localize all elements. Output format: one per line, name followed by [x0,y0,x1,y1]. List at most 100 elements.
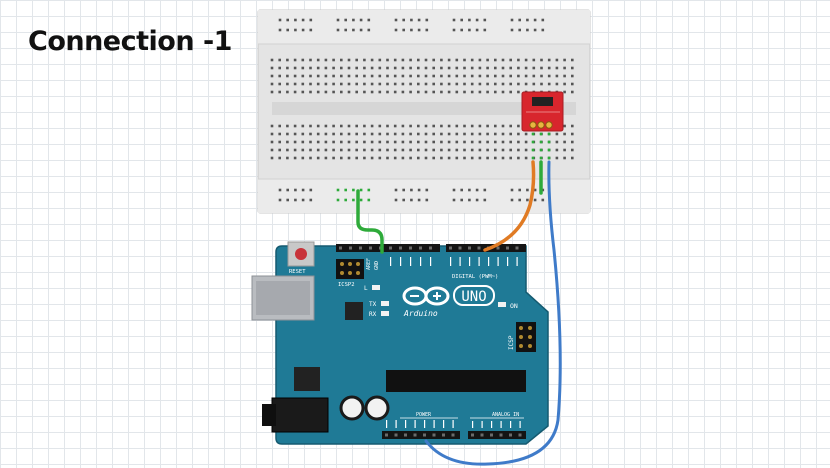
pin-label-mark [491,421,493,428]
breadboard-rail-hole [460,198,463,202]
breadboard-hole [370,148,374,152]
breadboard-hole [409,58,412,62]
breadboard-hole [524,82,528,86]
breadboard-hole [478,124,482,128]
header-pin [499,433,503,437]
breadboard-hole [563,148,566,152]
breadboard-hole [301,124,305,128]
breadboard-hole [386,140,389,144]
breadboard-hole [316,58,320,62]
pin-label-mark [424,420,426,428]
breadboard-hole [501,132,505,136]
breadboard-hole [447,66,451,70]
breadboard-hole [417,82,420,86]
pin-label-mark [430,257,432,266]
breadboard-hole [532,74,536,78]
breadboard-hole [286,90,289,94]
breadboard-rail-hole [460,28,463,32]
breadboard-hole [270,124,274,128]
dc-power-jack [271,397,329,433]
pin-label-mark [478,257,480,266]
breadboard-hole [409,140,412,144]
breadboard-hole [470,156,474,160]
breadboard-hole [340,82,343,86]
breadboard-hole [417,140,420,144]
breadboard-hole [424,58,428,62]
breadboard-hole [363,140,366,144]
breadboard-hole [340,66,343,70]
breadboard-rail-hole [417,198,421,202]
breadboard-hole [432,82,435,86]
breadboard-rail-hole [425,188,429,192]
breadboard-hole [440,90,443,94]
breadboard-hole [571,58,574,62]
breadboard-rail-hole [417,28,421,32]
pin-label-mark [497,257,499,266]
breadboard-rail-hole [309,188,313,192]
pin-label-mark [459,257,461,266]
breadboard-hole [417,132,420,136]
breadboard-hole [424,124,428,128]
breadboard-rail-hole [278,188,282,192]
breadboard-rail-hole [460,188,463,192]
breadboard-hole [555,74,559,78]
breadboard-hole [486,148,489,152]
breadboard-highlighted-holes [531,132,551,160]
breadboard-hole [378,58,382,62]
aref-label: AREF [366,258,372,270]
breadboard-hole [424,66,428,70]
green-wire [356,189,384,254]
breadboard-hole [524,156,528,160]
breadboard-hole [563,82,566,86]
icsp-header [516,322,536,352]
pin-label-mark [390,257,392,266]
l-led [372,285,380,290]
breadboard-hole [440,156,443,160]
header-pin [369,246,372,250]
breadboard-rail-hole [402,188,405,192]
breadboard-hole [340,156,343,160]
breadboard-hole [432,140,435,144]
breadboard-hole [309,58,312,62]
breadboard-hole [386,90,389,94]
breadboard-rail-hole [294,18,297,22]
icsp-label: ICSP [508,335,515,350]
breadboard-hole [517,132,520,136]
breadboard-hole [432,58,435,62]
breadboard-hole [378,132,382,136]
breadboard-rail-hole [286,28,289,32]
breadboard-hole [524,140,528,144]
breadboard-rail-hole [475,28,479,32]
breadboard-rail-hole [359,18,363,22]
breadboard-hole [470,90,474,94]
breadboard-rail-hole [475,18,479,22]
breadboard-hole [440,140,443,144]
breadboard-hole [270,156,274,160]
breadboard-rail-hole [468,28,471,32]
breadboard-hole [486,58,489,62]
breadboard-hole [301,82,305,86]
header-pin [394,433,398,437]
header-pin [468,246,471,250]
breadboard-hole [332,124,335,128]
power-label: POWER [416,412,432,418]
header-pin [399,246,402,250]
breadboard-hole [278,124,281,128]
breadboard-hole [447,58,451,62]
breadboard-rail-hole [367,188,371,192]
on-label: ON [510,302,518,310]
breadboard-hole [417,74,420,78]
breadboard-hole [455,82,459,86]
breadboard-hole [340,90,343,94]
breadboard-hole [571,124,574,128]
breadboard-hole [316,82,320,86]
breadboard-hole [324,140,328,144]
breadboard-rail-hole [468,18,471,22]
connected-hole [531,156,535,160]
breadboard-hole [347,156,351,160]
breadboard-hole [494,82,497,86]
breadboard-hole [393,132,397,136]
reset-label: RESET [289,269,306,275]
header-pin [449,246,452,250]
breadboard-hole [494,156,497,160]
